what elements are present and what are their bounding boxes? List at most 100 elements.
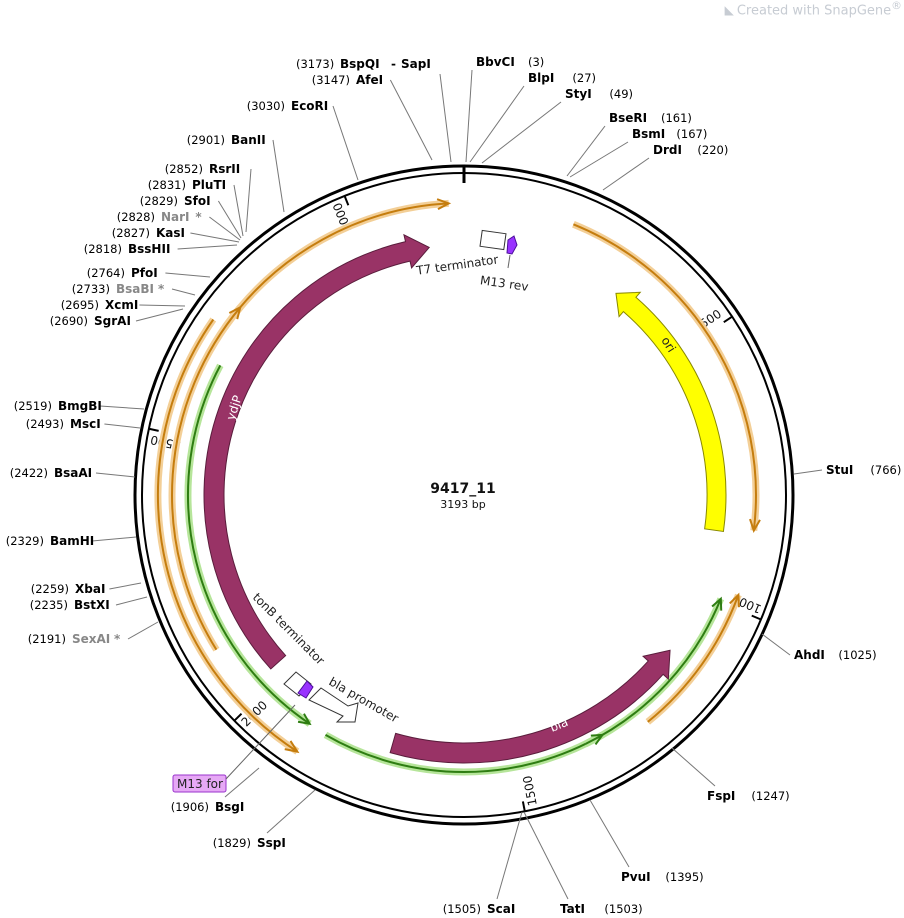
leader-line-nari bbox=[209, 216, 241, 241]
enzyme-label-afei[interactable]: (3147)AfeI bbox=[312, 73, 383, 87]
svg-text:(766): (766) bbox=[870, 463, 901, 477]
svg-text:(3030): (3030) bbox=[247, 99, 285, 113]
svg-text:(1503): (1503) bbox=[604, 902, 642, 916]
enzyme-label-xbai[interactable]: (2259)XbaI bbox=[31, 582, 106, 596]
enzyme-label-drdi[interactable]: (220)DrdI bbox=[653, 143, 728, 157]
enzyme-label-rsrii[interactable]: (2852)RsrII bbox=[165, 162, 240, 176]
leader-line-bstxi bbox=[115, 596, 148, 606]
leader-line-sspi bbox=[266, 789, 316, 834]
enzyme-leader-lines bbox=[91, 69, 823, 900]
enzyme-label-msci[interactable]: (2493)MscI bbox=[26, 417, 101, 431]
svg-text:(2764): (2764) bbox=[87, 266, 125, 280]
svg-text:BbvCI: BbvCI bbox=[476, 55, 515, 69]
enzyme-label-nari[interactable]: (2828)NarI* bbox=[117, 210, 203, 224]
enzyme-label-ahdi[interactable]: (1025)AhdI bbox=[794, 648, 877, 662]
svg-text:(49): (49) bbox=[609, 87, 633, 101]
svg-text:-: - bbox=[391, 57, 396, 71]
plasmid-size: 3193 bp bbox=[440, 498, 485, 511]
svg-text:MscI: MscI bbox=[70, 417, 101, 431]
svg-text:PfoI: PfoI bbox=[131, 266, 158, 280]
enzyme-label-sexai[interactable]: (2191)SexAI* bbox=[28, 632, 121, 646]
primer-m13-for-box[interactable] bbox=[172, 774, 227, 793]
svg-text:(1505): (1505) bbox=[443, 902, 481, 916]
enzyme-label-bsmi[interactable]: (167)BsmI bbox=[632, 127, 707, 141]
leader-line-sgrai bbox=[135, 308, 184, 322]
tick-line-1500 bbox=[521, 801, 526, 812]
orf-arrow-orange-4 bbox=[171, 306, 242, 651]
leader-line-msci bbox=[104, 423, 141, 429]
enzyme-label-scai[interactable]: (1505) ScaI bbox=[443, 902, 516, 916]
leader-line-bsaai bbox=[95, 472, 136, 478]
enzyme-label-bsshii[interactable]: (2818)BssHII bbox=[84, 242, 171, 256]
svg-text:TatI: TatI bbox=[560, 902, 585, 916]
svg-text:*: * bbox=[158, 282, 165, 296]
enzyme-label-fspi[interactable]: (1247)FspI bbox=[707, 789, 790, 803]
enzyme-label-bsaai[interactable]: (2422)BsaAI bbox=[10, 466, 92, 480]
orf-arrow-orange-1-halo bbox=[572, 221, 760, 532]
enzyme-label-bsgi[interactable]: (1906)BsgI bbox=[171, 800, 245, 814]
snapgene-logo-icon: ◣ bbox=[724, 3, 734, 18]
enzyme-label-styi[interactable]: (49)StyI bbox=[565, 87, 633, 101]
svg-text:(2829): (2829) bbox=[140, 194, 178, 208]
leader-line-bspqi-sapi bbox=[439, 73, 452, 163]
enzyme-label-sfoi[interactable]: (2829)SfoI bbox=[140, 194, 211, 208]
enzyme-label-banii[interactable]: (2901) BanII bbox=[187, 133, 266, 147]
feature-bla[interactable] bbox=[389, 649, 671, 764]
enzyme-label-pluti[interactable]: (2831)PluTI bbox=[148, 178, 226, 192]
svg-text:(2818): (2818) bbox=[84, 242, 122, 256]
enzyme-label-tati[interactable]: (1503) TatI bbox=[560, 902, 643, 916]
enzyme-label-bspqi-sapi[interactable]: (3173) BspQI - SapI bbox=[296, 57, 431, 71]
m13-rev-leader bbox=[507, 254, 511, 269]
feature-m13-rev[interactable] bbox=[506, 235, 518, 255]
enzyme-label-kasi[interactable]: (2827)KasI bbox=[112, 226, 185, 240]
feature-t7-terminator[interactable] bbox=[479, 229, 507, 251]
leader-line-tati bbox=[523, 811, 569, 900]
feature-m13-for[interactable] bbox=[297, 680, 314, 699]
svg-text:(2519): (2519) bbox=[14, 399, 52, 413]
enzyme-label-bbvci[interactable]: (3) BbvCI bbox=[476, 55, 544, 69]
enzyme-label-sgrai[interactable]: (2690) SgrAI bbox=[50, 314, 131, 328]
svg-text:SgrAI: SgrAI bbox=[94, 314, 131, 328]
svg-text:(2852): (2852) bbox=[165, 162, 203, 176]
enzyme-label-pfoi[interactable]: (2764) PfoI bbox=[87, 266, 158, 280]
svg-text:SapI: SapI bbox=[401, 57, 431, 71]
svg-text:BmgBI: BmgBI bbox=[58, 399, 102, 413]
svg-text:(2901): (2901) bbox=[187, 133, 225, 147]
enzyme-label-blpi[interactable]: (27)BlpI bbox=[528, 71, 596, 85]
svg-text:(2259): (2259) bbox=[31, 582, 69, 596]
svg-text:(2690): (2690) bbox=[50, 314, 88, 328]
feature-ydjP[interactable] bbox=[203, 233, 431, 670]
enzyme-label-pvui[interactable]: (1395)PvuI bbox=[621, 870, 704, 884]
svg-text:(2831): (2831) bbox=[148, 178, 186, 192]
enzyme-label-bamhi[interactable]: (2329)BamHI bbox=[6, 534, 95, 548]
tick-line-1000 bbox=[751, 614, 762, 621]
leader-line-fspi bbox=[671, 747, 716, 787]
svg-text:(3173): (3173) bbox=[296, 57, 334, 71]
leader-line-banii bbox=[272, 139, 285, 213]
enzyme-label-sspi[interactable]: (1829)SspI bbox=[213, 836, 286, 850]
leader-line-sexai bbox=[127, 621, 159, 640]
svg-text:(3): (3) bbox=[528, 55, 544, 69]
enzyme-label-bstxi[interactable]: (2235)BstXI bbox=[30, 598, 110, 612]
svg-text:SexAI: SexAI bbox=[72, 632, 110, 646]
primer-m13-for-label: M13 for bbox=[177, 777, 223, 791]
feature-bla-promoter[interactable] bbox=[308, 687, 359, 723]
enzyme-label-ecori[interactable]: (3030)EcoRI bbox=[247, 99, 329, 113]
enzyme-label-bsabi[interactable]: (2733)BsaBI* bbox=[72, 282, 165, 296]
leader-line-bseri bbox=[566, 125, 606, 177]
svg-text:(2422): (2422) bbox=[10, 466, 48, 480]
svg-text:(2695): (2695) bbox=[61, 298, 99, 312]
svg-text:AhdI: AhdI bbox=[794, 648, 825, 662]
enzyme-label-stui[interactable]: (766)StuI bbox=[826, 463, 901, 477]
svg-text:ScaI: ScaI bbox=[487, 902, 515, 916]
orf-arrow-orange-3 bbox=[223, 202, 449, 329]
svg-text:FspI: FspI bbox=[707, 789, 735, 803]
leader-line-ahdi bbox=[761, 633, 791, 656]
enzyme-label-bmgbi[interactable]: (2519) BmgBI bbox=[14, 399, 102, 413]
enzyme-label-bseri[interactable]: (161)BseRI bbox=[609, 111, 692, 125]
enzyme-label-xcmi[interactable]: (2695)XcmI bbox=[61, 298, 139, 312]
svg-text:BanII: BanII bbox=[231, 133, 266, 147]
svg-text:PvuI: PvuI bbox=[621, 870, 651, 884]
feature-ori[interactable] bbox=[615, 291, 727, 533]
